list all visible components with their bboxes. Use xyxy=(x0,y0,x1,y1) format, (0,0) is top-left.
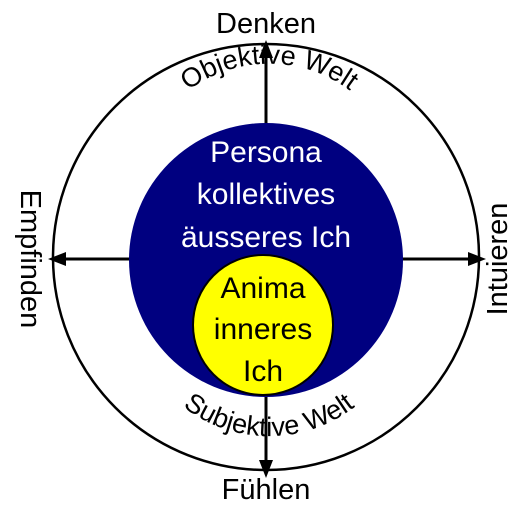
arrow-right-icon xyxy=(468,252,486,266)
direction-top: Denken xyxy=(216,8,316,40)
direction-bottom: Fühlen xyxy=(222,474,311,506)
direction-right: Intuieren xyxy=(482,203,514,316)
persona-line-2: kollektives xyxy=(197,178,335,211)
arrow-up-icon xyxy=(259,40,273,58)
arrow-down-icon xyxy=(259,460,273,478)
arrow-left-icon xyxy=(48,252,66,266)
anima-circle xyxy=(192,254,334,396)
persona-line-1: Persona xyxy=(210,136,322,169)
anima-line-2: inneres xyxy=(214,313,312,346)
direction-left: Empfinden xyxy=(14,190,46,329)
anima-line-1: Anima xyxy=(220,272,305,305)
anima-line-3: Ich xyxy=(243,355,283,388)
persona-line-3: äusseres Ich xyxy=(181,221,351,254)
